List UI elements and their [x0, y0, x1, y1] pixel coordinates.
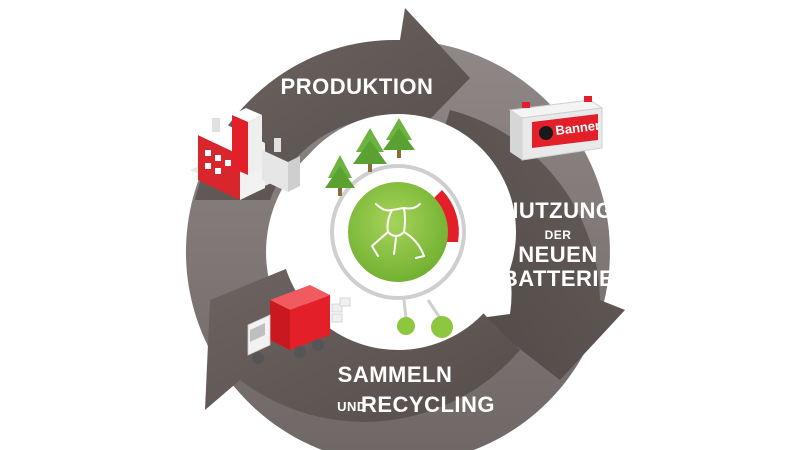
battery-bull-badge: [539, 126, 553, 140]
emblem-green-disc: [348, 182, 448, 282]
label-usage-line2: DER: [545, 228, 572, 242]
label-usage-line4: BATTERIE: [502, 266, 614, 291]
label-usage-line1: NUTZUNG: [502, 198, 613, 223]
label-usage: NUTZUNG DER NEUEN BATTERIE: [502, 198, 614, 291]
label-recycling-line1: SAMMELN: [338, 362, 453, 387]
label-production: PRODUKTION: [281, 74, 434, 99]
label-usage-line3: NEUEN: [518, 242, 598, 267]
battery-icon: Banner: [510, 96, 602, 160]
label-recycling-line3: RECYCLING: [361, 392, 495, 417]
